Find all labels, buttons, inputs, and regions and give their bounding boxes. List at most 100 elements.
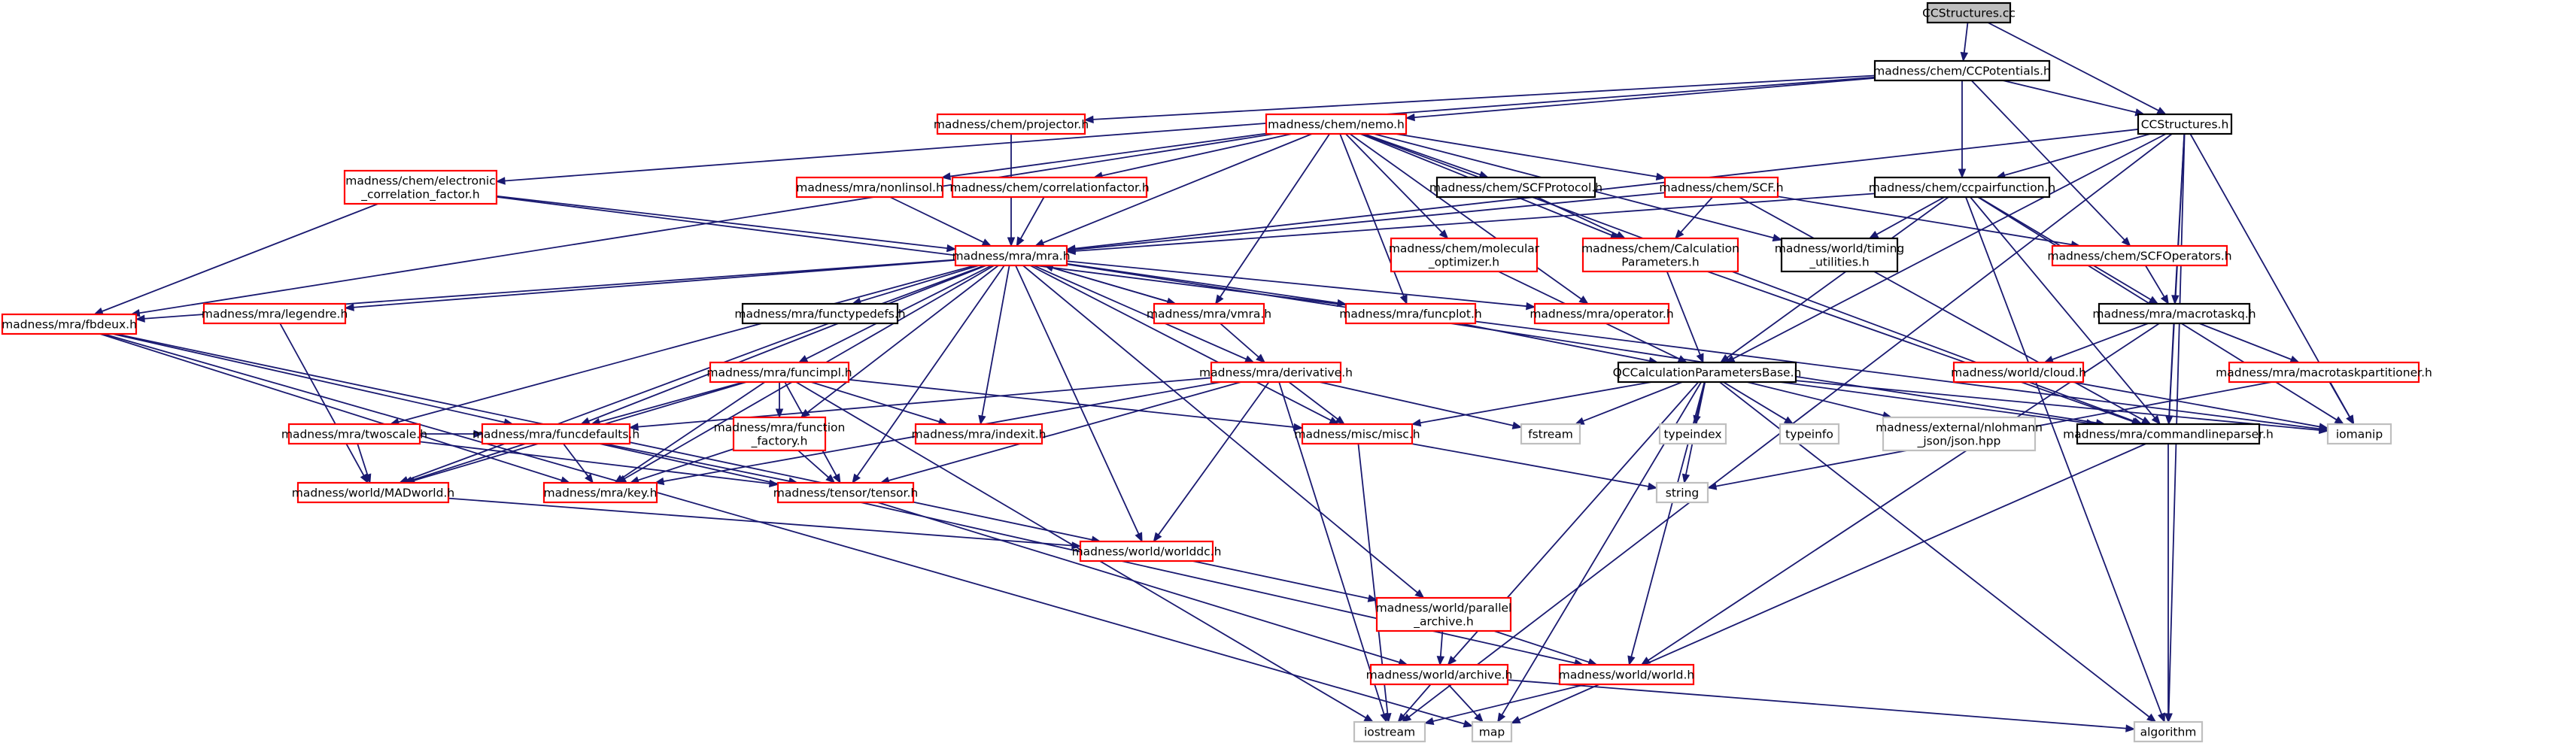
node-n10[interactable]: madness/chem/ccpairfunction.h bbox=[1869, 176, 2056, 199]
node-box bbox=[1873, 176, 2051, 199]
edge-n4-n10 bbox=[1995, 133, 2151, 179]
edge-n24-n33 bbox=[1319, 381, 1523, 429]
edge-line bbox=[1746, 381, 1884, 417]
node-n31[interactable]: madness/mra/indexit.h bbox=[912, 423, 1046, 445]
node-n17[interactable]: madness/mra/functypedefs.h bbox=[734, 302, 906, 325]
node-n39[interactable]: madness/world/MADworld.h bbox=[292, 481, 454, 504]
edge-line bbox=[1447, 684, 1478, 717]
node-label: madness/world/timing bbox=[1775, 242, 1905, 256]
node-n23[interactable]: madness/mra/funcimpl.h bbox=[706, 361, 852, 384]
node-label: _factory.h bbox=[751, 435, 808, 449]
node-n41[interactable]: madness/tensor/tensor.h bbox=[773, 481, 918, 504]
edge-arrowhead bbox=[344, 303, 354, 311]
node-n1[interactable]: madness/chem/CCPotentials.h bbox=[1873, 59, 2051, 82]
edge-n3-n7 bbox=[1092, 133, 1293, 180]
edge-line bbox=[1536, 196, 1618, 236]
node-label: madness/chem/nemo.h bbox=[1268, 118, 1405, 132]
node-n28[interactable]: madness/mra/twoscale.h bbox=[281, 423, 427, 445]
edge-line bbox=[563, 443, 589, 477]
node-box bbox=[1581, 237, 1739, 273]
node-label: _utilities.h bbox=[1809, 256, 1869, 270]
edge-arrowhead bbox=[1423, 717, 1435, 726]
edge-line bbox=[1101, 133, 1293, 177]
node-box bbox=[1655, 481, 1709, 504]
node-n44[interactable]: madness/world/parallel_archive.h bbox=[1376, 596, 1512, 632]
edge-n16-n39 bbox=[279, 323, 369, 484]
edge-arrowhead bbox=[1256, 353, 1266, 363]
edge-n11-n29 bbox=[579, 265, 987, 425]
node-n18[interactable]: madness/mra/vmra.h bbox=[1147, 302, 1271, 325]
edge-n1-n10 bbox=[1958, 80, 1967, 179]
node-n24[interactable]: madness/mra/derivative.h bbox=[1199, 361, 1353, 384]
node-n20[interactable]: madness/mra/operator.h bbox=[1530, 302, 1674, 325]
node-label: madness/mra/commandlineparser.h bbox=[2063, 428, 2274, 441]
edge-arrowhead bbox=[832, 473, 841, 484]
node-box bbox=[202, 302, 347, 325]
node-n25[interactable]: QCCalculationParametersBase.h bbox=[1613, 361, 1802, 384]
edge-line bbox=[2198, 323, 2292, 360]
edge-line bbox=[1460, 323, 1650, 362]
node-n30[interactable]: madness/mra/function_factory.h bbox=[714, 416, 846, 452]
edge-arrowhead bbox=[1615, 231, 1627, 239]
node-label: madness/world/parallel bbox=[1376, 602, 1512, 615]
node-n27[interactable]: madness/mra/macrotaskpartitioner.h bbox=[2216, 361, 2432, 384]
node-n32[interactable]: madness/misc/misc.h bbox=[1294, 423, 1420, 445]
node-box bbox=[296, 481, 450, 504]
node-n22[interactable]: madness/mra/fbdeux.h bbox=[1, 313, 138, 335]
node-box bbox=[2326, 423, 2392, 445]
node-label: madness/misc/misc.h bbox=[1294, 428, 1420, 441]
edge-n11-n19 bbox=[1066, 262, 1347, 308]
node-box bbox=[1369, 663, 1509, 686]
node-n29[interactable]: madness/mra/funcdefaults.h bbox=[472, 423, 639, 445]
node-n0[interactable]: CCStructures.cc bbox=[1922, 2, 2016, 24]
edge-line bbox=[1795, 380, 2320, 431]
node-box bbox=[709, 361, 850, 384]
node-label: typeinfo bbox=[1785, 428, 1833, 441]
edge-n25-n35 bbox=[1723, 381, 1794, 425]
node-n9[interactable]: madness/chem/SCF.h bbox=[1659, 176, 1784, 199]
edge-line bbox=[398, 265, 976, 423]
node-label: madness/chem/SCFProtocol.h bbox=[1429, 181, 1602, 195]
node-label: madness/mra/legendre.h bbox=[202, 308, 348, 321]
node-n26[interactable]: madness/world/cloud.h bbox=[1951, 361, 2086, 384]
node-n21[interactable]: madness/mra/macrotaskq.h bbox=[2092, 302, 2256, 325]
node-n45[interactable]: madness/world/archive.h bbox=[1366, 663, 1513, 686]
node-box bbox=[1301, 423, 1414, 445]
node-n40[interactable]: madness/mra/key.h bbox=[542, 481, 658, 504]
node-box bbox=[2228, 361, 2420, 384]
edge-n37-n49 bbox=[2164, 444, 2173, 723]
node-n34: typeindex bbox=[1658, 423, 1727, 445]
node-box bbox=[481, 423, 631, 445]
node-label: typeindex bbox=[1663, 428, 1721, 441]
node-n19[interactable]: madness/mra/funcplot.h bbox=[1339, 302, 1482, 325]
node-n37[interactable]: madness/mra/commandlineparser.h bbox=[2063, 423, 2274, 445]
node-box bbox=[343, 169, 498, 205]
node-n7[interactable]: madness/chem/correlationfactor.h bbox=[949, 176, 1150, 199]
node-n16[interactable]: madness/mra/legendre.h bbox=[202, 302, 348, 325]
node-n2[interactable]: madness/chem/projector.h bbox=[934, 113, 1089, 135]
node-n5[interactable]: madness/chem/electronic_correlation_fact… bbox=[343, 169, 498, 205]
edge-n15-n21 bbox=[2144, 265, 2169, 305]
edge-arrowhead bbox=[614, 475, 624, 484]
edge-line bbox=[1319, 381, 1514, 426]
edge-arrowhead bbox=[2121, 237, 2131, 247]
node-n4[interactable]: CCStructures.h bbox=[2137, 113, 2233, 135]
node-n6[interactable]: madness/mra/nonlinsol.h bbox=[795, 176, 944, 199]
node-label: _json/json.hpp bbox=[1917, 435, 2001, 449]
node-n11[interactable]: madness/mra/mra.h bbox=[952, 244, 1071, 267]
edge-n23-n30 bbox=[775, 382, 784, 419]
node-n3[interactable]: madness/chem/nemo.h bbox=[1265, 113, 1408, 135]
edge-arrowhead bbox=[2125, 724, 2136, 732]
node-n12[interactable]: madness/chem/molecular_optimizer.h bbox=[1389, 237, 1540, 273]
node-n43[interactable]: madness/world/worlddc.h bbox=[1072, 540, 1222, 563]
node-n13[interactable]: madness/chem/CalculationParameters.h bbox=[1581, 237, 1739, 273]
node-n8[interactable]: madness/chem/SCFProtocol.h bbox=[1429, 176, 1602, 199]
edge-line bbox=[1707, 271, 2134, 423]
edge-line bbox=[1220, 323, 1259, 358]
node-box bbox=[1926, 2, 2012, 24]
node-n15[interactable]: madness/chem/SCFOperators.h bbox=[2047, 244, 2232, 267]
node-label: string bbox=[1666, 487, 1700, 500]
node-n46[interactable]: madness/world/world.h bbox=[1559, 663, 1695, 686]
edge-line bbox=[1278, 381, 1385, 714]
node-n14[interactable]: madness/world/timing_utilities.h bbox=[1775, 237, 1905, 273]
